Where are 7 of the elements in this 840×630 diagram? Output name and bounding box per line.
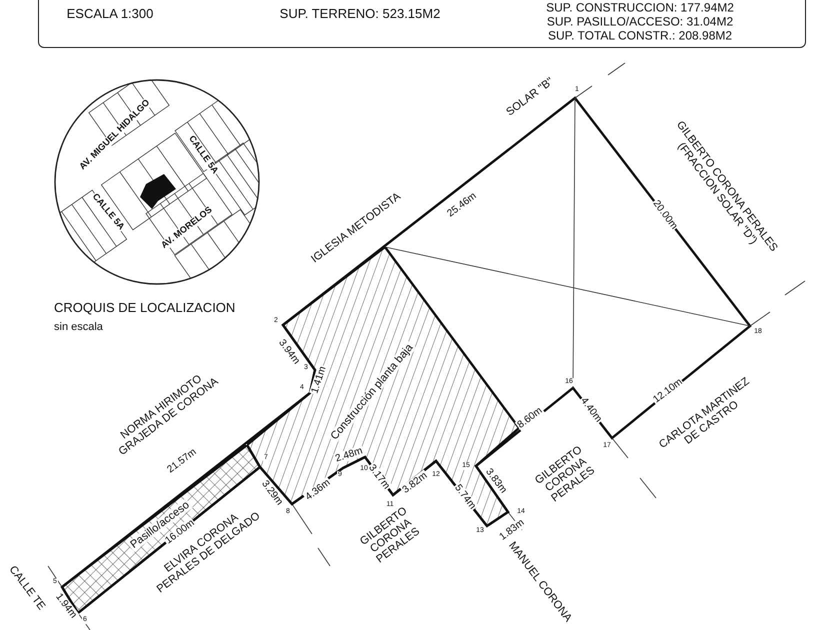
- area-note: SUP. PASILLO/ACCESO: 31.04M2: [546, 15, 734, 29]
- area-note: ESCALA 1:300: [66, 6, 154, 22]
- area-note: SUP. CONSTRUCCION: 177.94M2: [546, 1, 734, 15]
- area-note: SUP. TERRENO: 523.15M2: [280, 6, 440, 22]
- map-note: sin escala: [54, 320, 103, 334]
- map-caption: CROQUIS DE LOCALIZACION: [54, 300, 236, 316]
- area-note: SUP. TOTAL CONSTR.: 208.98M2: [548, 29, 732, 43]
